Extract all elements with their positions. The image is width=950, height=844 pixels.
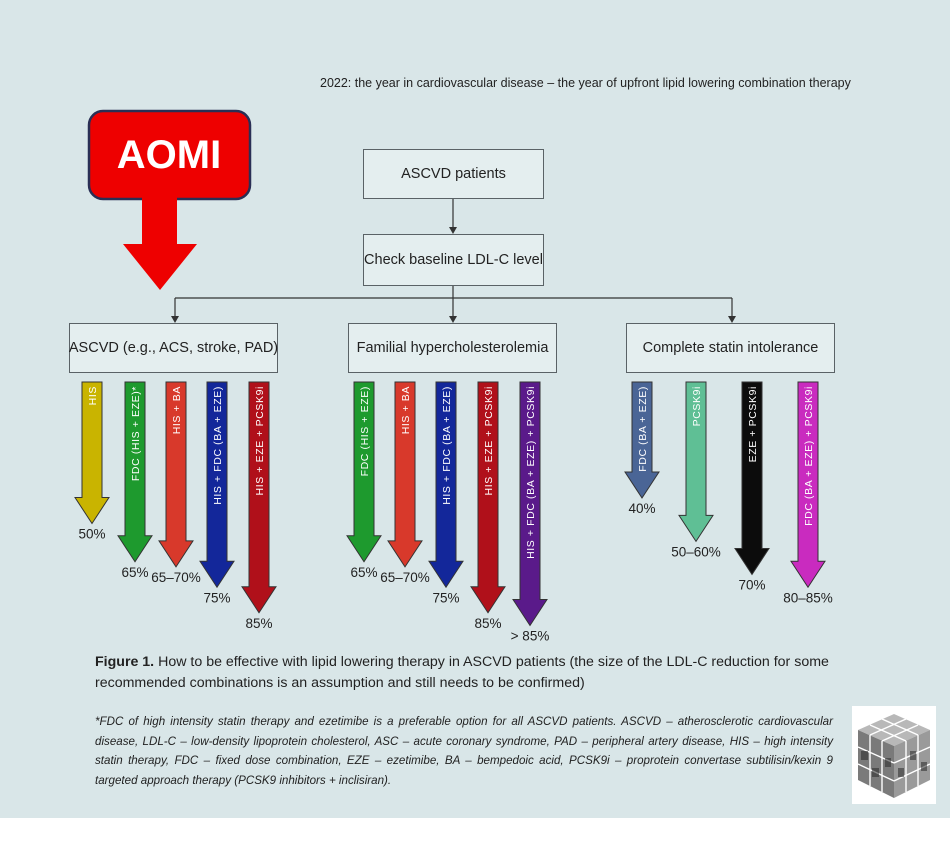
arrow-shape <box>387 381 423 568</box>
arrow-shape <box>199 381 235 589</box>
arrow-label: FDC (HIS + EZE) <box>359 386 371 476</box>
badge-arrow-icon <box>123 197 197 290</box>
arrow-shape <box>158 381 194 568</box>
arrow-shape <box>470 381 506 614</box>
flow-diagram: AOMI HIS 50% FDC (HIS + EZE)* 65% HIS + BA 65… <box>74 109 833 644</box>
center-arrowhead <box>449 316 457 323</box>
left-arrowhead <box>171 316 179 323</box>
therapy-arrow: HIS + FDC (BA + EZE) + PCSK9i > 85% <box>511 381 550 644</box>
arrow-label: HIS <box>87 386 99 405</box>
arrow-label: HIS + FDC (BA + EZE) <box>212 386 224 505</box>
arrow-label: HIS + EZE + PCSK9i <box>483 386 495 495</box>
connector-top-arrowhead <box>449 227 457 234</box>
therapy-arrow: HIS + EZE + PCSK9i 85% <box>241 381 277 631</box>
arrow-value: 85% <box>474 616 501 631</box>
therapy-arrow: EZE + PCSK9i 70% <box>734 381 770 593</box>
arrow-label: FDC (BA + EZE) + PCSK9i <box>803 386 815 526</box>
arrow-value: 65–70% <box>380 570 430 585</box>
journal-header: 2022: the year in cardiovascular disease… <box>320 76 851 90</box>
figure-caption: Figure 1. How to be effective with lipid… <box>95 652 830 694</box>
node-ascvd-patients: ASCVD patients <box>363 149 544 199</box>
figure-caption-text: How to be effective with lipid lowering … <box>95 654 829 691</box>
arrow-value: 70% <box>738 578 765 593</box>
therapy-arrow: FDC (HIS + EZE) 65% <box>346 381 382 580</box>
rubiks-cube-image <box>852 706 936 804</box>
arrow-label: HIS + FDC (BA + EZE) <box>441 386 453 505</box>
arrow-shape <box>241 381 277 614</box>
arrow-value: 65–70% <box>151 570 201 585</box>
figure-footnote: *FDC of high intensity statin therapy an… <box>95 715 833 787</box>
arrow-value: 85% <box>245 616 272 631</box>
arrow-shape <box>346 381 382 563</box>
arrow-value: 65% <box>350 565 377 580</box>
therapy-arrow: HIS 50% <box>74 381 110 542</box>
arrow-label: HIS + EZE + PCSK9i <box>254 386 266 495</box>
arrow-label: FDC (BA + EZE) <box>637 386 649 472</box>
arrow-label: FDC (HIS + EZE)* <box>130 386 142 481</box>
arrow-value: 50% <box>78 527 105 542</box>
aomi-badge: AOMI <box>87 109 252 290</box>
node-check-baseline: Check baseline LDL-C level <box>363 234 544 286</box>
arrow-shape <box>734 381 770 576</box>
therapy-arrow: PCSK9i 50–60% <box>671 381 721 559</box>
arrow-shape <box>428 381 464 589</box>
connectors <box>171 198 736 323</box>
group-title-fh: Familial hypercholesterolemia <box>348 323 557 373</box>
arrow-shape <box>624 381 660 499</box>
group-title-ascvd: ASCVD (e.g., ACS, stroke, PAD) <box>69 323 278 373</box>
arrow-value: 40% <box>628 501 655 516</box>
arrow-shape <box>117 381 153 563</box>
therapy-arrow: FDC (BA + EZE) 40% <box>624 381 660 516</box>
therapy-arrow: FDC (HIS + EZE)* 65% <box>117 381 153 580</box>
arrow-label: EZE + PCSK9i <box>747 386 759 462</box>
therapy-arrow: HIS + EZE + PCSK9i 85% <box>470 381 506 631</box>
arrow-label: PCSK9i <box>691 386 703 426</box>
arrow-shape <box>512 381 548 627</box>
arrow-value: 65% <box>121 565 148 580</box>
arrow-value: 75% <box>432 590 459 605</box>
arrow-value: 80–85% <box>783 590 833 605</box>
therapy-arrow: HIS + FDC (BA + EZE) 75% <box>199 381 235 605</box>
arrow-value: > 85% <box>511 629 550 644</box>
arrow-value: 50–60% <box>671 544 721 559</box>
arrow-label: HIS + FDC (BA + EZE) + PCSK9i <box>525 386 537 559</box>
group-title-statin-intolerance: Complete statin intolerance <box>626 323 835 373</box>
therapy-arrow: HIS + BA 65–70% <box>380 381 430 585</box>
arrow-shape <box>678 381 714 543</box>
arrow-value: 75% <box>203 590 230 605</box>
figure-label: Figure 1. <box>95 654 155 670</box>
therapy-arrow: HIS + BA 65–70% <box>151 381 201 585</box>
arrow-shape <box>74 381 110 525</box>
arrow-label: HIS + BA <box>400 386 412 434</box>
therapy-arrow: HIS + FDC (BA + EZE) 75% <box>428 381 464 605</box>
therapy-arrow: FDC (BA + EZE) + PCSK9i 80–85% <box>783 381 833 605</box>
right-arrowhead <box>728 316 736 323</box>
badge-label: AOMI <box>117 133 221 177</box>
arrow-shape <box>790 381 826 589</box>
arrow-label: HIS + BA <box>171 386 183 434</box>
